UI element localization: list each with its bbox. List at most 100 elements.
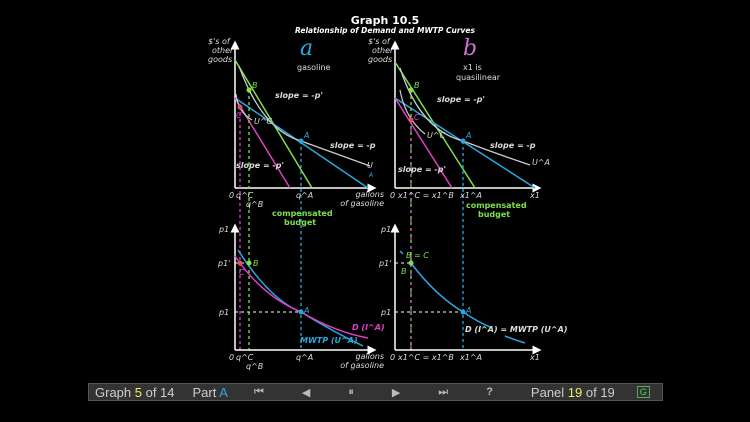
point-B [246,87,252,93]
graph-label: slope = -p [330,141,376,150]
graph-label: x1 is [463,63,482,72]
graph-mark [394,61,476,189]
graph-label: U^C [427,131,446,140]
graph-label: p1 [380,225,391,234]
panel-a-letter: a [300,36,313,61]
graph-subtitle: Relationship of Demand and MWTP Curves [295,26,476,35]
graph-label: slope = -p' [275,91,323,100]
part-indicator: Part A [193,385,228,400]
graph-label: 0 [390,353,395,362]
graph-label: C [414,113,420,122]
graph-label: U^A [532,158,550,167]
graph-mark [408,260,414,266]
graph-label: q^A [296,191,313,200]
graph-label: p1 [218,308,229,317]
graph-label: p1 [380,308,391,317]
graph-mark [408,87,414,93]
y-label: $'s of [208,37,231,46]
graph-label: q^B [246,200,263,209]
graph-label: x1^C = x1^B [397,191,454,200]
panel-a-caption: gasoline [297,63,331,72]
graph-label: goods [208,55,232,64]
graph-label: B = C [406,251,429,260]
graph-label: x1^C = x1^B [397,353,454,362]
panel-counter-number: 19 [567,384,583,400]
graph-label: 0 [229,191,234,200]
panel-b-top: b x1 is quasilinear $'s of other goods B… [368,36,550,350]
indifference-curve-UA [238,65,371,167]
graph-mark [399,250,404,255]
graph-label: q^C [236,353,254,362]
point-A [298,138,304,144]
graph-counter-suffix: of 14 [141,384,175,400]
panel-counter-prefix: Panel [530,384,568,400]
graph-label: MWTP (U^A) [300,336,358,345]
graph-label: p1' [378,259,391,268]
graph-label: x1^A [459,191,482,200]
graph-label: x1 [529,353,540,362]
graph-label: A [465,306,471,315]
part-letter: A [219,384,228,400]
graph-label: quasilinear [456,73,501,82]
graph-label: $'s of [368,37,391,46]
graph-label: slope = -p' [236,161,284,170]
graph-label: 0 [390,191,395,200]
graph-label: other [212,46,234,55]
first-button[interactable]: ⏮ [253,385,264,398]
help-button[interactable]: ? [486,386,493,398]
graph-label: U [367,161,373,170]
graph-label: compensated [466,201,527,210]
last-button[interactable]: ⏭ [438,385,449,398]
graph-label: C [239,268,245,277]
graph-mark [394,97,536,189]
graph-mark [298,309,304,315]
graph-label: slope = -p' [437,95,485,104]
graph-mark [408,117,414,123]
panel-counter-suffix: of 19 [582,384,615,400]
player-toolbar: Graph 5 of 14 Part A ⏮ ◀ ⏸ ▶ ⏭ ? Panel 1… [88,383,663,401]
graph-label: A [303,131,309,140]
graph-label: B [414,81,420,90]
graph-label: p1' [217,259,230,268]
graph-label: A [368,172,373,179]
graph-label: U^C [254,117,273,126]
indifference-curve-UC [235,93,253,121]
graph-label: x1^A [459,353,482,362]
graph-label: A [303,306,309,315]
graph-label: B [253,259,259,268]
graph-label: budget [284,218,316,227]
graph-label: q^C [236,191,254,200]
part-prefix: Part [192,384,220,400]
graph-label: b [463,36,477,61]
graph-mark [504,335,526,344]
graph-label: gallons [355,352,384,361]
next-button[interactable]: ▶ [391,386,401,399]
panel-a-bottom: p1 p1' p1 B C A D (I^A) MWTP (U^A) 0 q^C… [217,223,385,371]
previous-button[interactable]: ◀ [301,386,311,399]
graph-mark [394,97,453,189]
graph-mark [237,260,243,266]
graph-title: Graph 10.5 [351,14,420,27]
point-C [237,104,243,110]
demand-mwtp-curve [410,262,491,328]
pause-button[interactable]: ⏸ [348,385,354,398]
graph-counter-number: 5 [134,384,142,400]
panel-counter: Panel 19 of 19 [531,385,615,400]
graph-label: C [236,111,242,120]
graph-label: of gasoline [340,199,384,208]
graph-label: q^B [246,362,263,371]
graph-label: B [401,267,407,276]
graph-label: gallons [355,190,384,199]
graph-label: x1 [529,191,540,200]
panel-b-bottom: p1 p1' p1 B = C B A D (I^A) = MWTP (U^A)… [378,223,567,362]
graph-label: q^A [296,353,313,362]
graph-label: D (I^A) = MWTP (U^A) [465,325,567,334]
graph-label: compensated [272,209,333,218]
graph-mark [246,260,252,266]
graph-label: goods [368,55,392,64]
panel-a-top: a gasoline $'s of other goods B C A slop… [208,36,384,350]
graph-mark [460,309,466,315]
graph-label: slope = -p [490,141,536,150]
g-button[interactable]: G [636,386,650,398]
